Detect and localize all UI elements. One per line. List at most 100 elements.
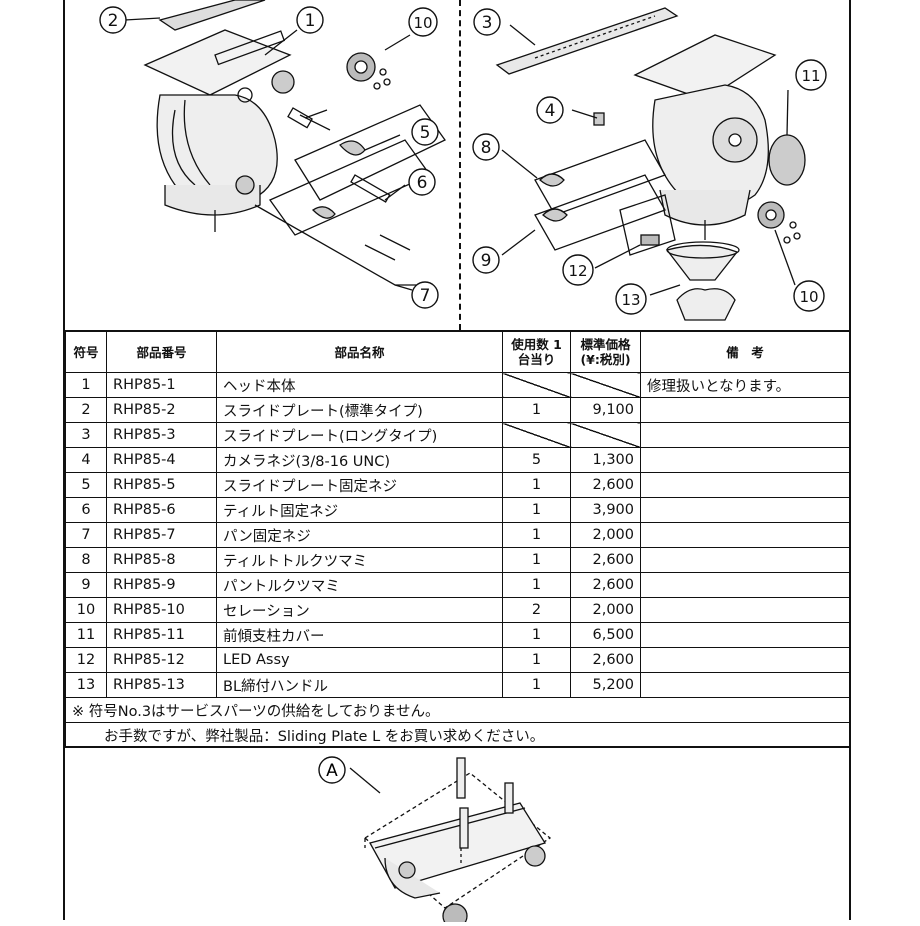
cell-qty [502,372,571,398]
sliding-plate-diagram-panel: A [65,746,849,926]
svg-text:12: 12 [568,262,587,280]
cell-qty: 1 [502,647,571,673]
svg-text:A: A [326,761,338,781]
cell-remarks [640,472,850,498]
svg-text:10: 10 [799,288,818,306]
cell-remarks [640,672,850,698]
cell-num: 13 [65,672,107,698]
cell-part-no: RHP85-5 [106,472,217,498]
cell-qty: 1 [502,497,571,523]
cell-num: 11 [65,622,107,648]
cell-part-name: パン固定ネジ [216,522,503,548]
cell-part-name: カメラネジ(3/8-16 UNC) [216,447,503,473]
cell-qty: 1 [502,572,571,598]
cell-num: 8 [65,547,107,573]
sliding-plate-diagram: A [318,756,552,926]
callout-5: 5 [411,118,439,146]
note-row-1: ※ 符号No.3はサービスパーツの供給をしておりません。 [65,697,850,723]
parts-sheet: 2 1 10 5 6 7 3 4 8 9 11 12 13 10 [63,0,851,926]
cell-num: 1 [65,372,107,398]
header-num: 符号 [65,331,107,373]
cell-num: 3 [65,422,107,448]
cell-remarks [640,597,850,623]
callout-13: 13 [615,283,647,315]
cell-price: 3,900 [570,497,641,523]
svg-text:5: 5 [420,123,431,143]
exploded-diagram: 2 1 10 5 6 7 3 4 8 9 11 12 13 10 [99,0,827,321]
header-part-name: 部品名称 [216,331,503,373]
svg-text:10: 10 [413,14,432,32]
cell-qty: 1 [502,397,571,423]
header-price: 標準価格 (¥:税別) [570,331,641,373]
cell-part-no: RHP85-12 [106,647,217,673]
cell-num: 4 [65,447,107,473]
cell-price: 2,600 [570,647,641,673]
cell-part-no: RHP85-6 [106,497,217,523]
cell-part-no: RHP85-4 [106,447,217,473]
svg-text:9: 9 [481,251,492,271]
cell-price: 5,200 [570,672,641,698]
svg-text:7: 7 [420,286,431,306]
svg-text:11: 11 [801,67,820,85]
svg-text:1: 1 [305,11,316,31]
cell-remarks [640,422,850,448]
cell-qty: 1 [502,672,571,698]
svg-text:8: 8 [481,138,492,158]
callout-12: 12 [562,254,594,286]
cell-price: 2,600 [570,547,641,573]
cell-qty: 1 [502,622,571,648]
svg-text:6: 6 [417,173,428,193]
cell-price: 2,600 [570,572,641,598]
cell-part-no: RHP85-2 [106,397,217,423]
cell-remarks [640,647,850,673]
cell-qty: 1 [502,472,571,498]
callout-7: 7 [411,281,439,309]
cell-part-name: BL締付ハンドル [216,672,503,698]
cell-price: 1,300 [570,447,641,473]
cell-remarks [640,622,850,648]
cell-price: 2,000 [570,597,641,623]
cell-price [570,422,641,448]
callout-2: 2 [99,6,127,34]
note-line-2: お手数ですが、弊社製品：Sliding Plate L をお買い求めください。 [65,722,850,748]
cell-part-name: セレーション [216,597,503,623]
cell-price: 2,600 [570,472,641,498]
cell-remarks [640,547,850,573]
exploded-diagram-panel: 2 1 10 5 6 7 3 4 8 9 11 12 13 10 [65,0,849,332]
cell-qty [502,422,571,448]
cell-num: 10 [65,597,107,623]
cell-part-name: ティルトトルクツマミ [216,547,503,573]
cell-num: 6 [65,497,107,523]
cell-part-no: RHP85-7 [106,522,217,548]
cell-part-no: RHP85-9 [106,572,217,598]
cell-num: 7 [65,522,107,548]
cell-remarks [640,572,850,598]
cell-part-name: パントルクツマミ [216,572,503,598]
svg-text:4: 4 [545,101,556,121]
callout-8: 8 [472,133,500,161]
callout-9: 9 [472,246,500,274]
cell-remarks [640,522,850,548]
cell-part-no: RHP85-11 [106,622,217,648]
cell-part-name: スライドプレート固定ネジ [216,472,503,498]
callout-11: 11 [795,59,827,91]
cell-remarks [640,497,850,523]
cell-num: 2 [65,397,107,423]
cell-part-name: 前傾支柱カバー [216,622,503,648]
callout-1: 1 [296,6,324,34]
callout-A: A [318,756,346,784]
cell-part-name: スライドプレート(標準タイプ) [216,397,503,423]
header-qty: 使用数 1台当り [502,331,571,373]
note-line-1: ※ 符号No.3はサービスパーツの供給をしておりません。 [65,697,850,723]
svg-text:2: 2 [108,11,119,31]
cell-part-no: RHP85-1 [106,372,217,398]
